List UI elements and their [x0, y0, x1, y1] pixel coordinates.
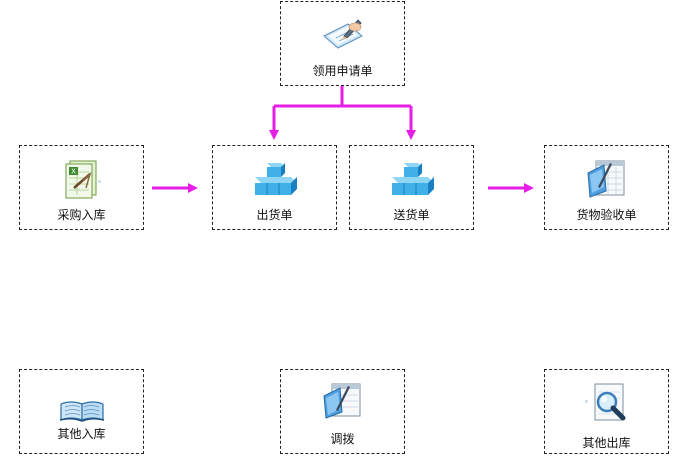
node-label: 其他出库: [582, 436, 631, 450]
node-label: 其他入库: [57, 427, 106, 441]
pen-paper-icon: [322, 19, 363, 49]
node-purchase-in[interactable]: X 采购入库: [19, 145, 144, 230]
stacked-cubes-icon: [391, 163, 434, 195]
node-other-in[interactable]: 其他入库: [19, 369, 144, 454]
magnifier-icon: [584, 383, 625, 421]
node-label: 领用申请单: [312, 64, 373, 78]
node-label: 出货单: [256, 208, 293, 222]
node-shipping[interactable]: 送货单: [349, 145, 474, 230]
node-label: 送货单: [393, 208, 430, 222]
node-other-out[interactable]: 其他出库: [544, 369, 669, 454]
spreadsheet-icon: X: [65, 160, 101, 199]
node-label: 采购入库: [57, 208, 106, 222]
node-delivery[interactable]: 出货单: [212, 145, 337, 230]
node-inspection[interactable]: 货物验收单: [544, 145, 669, 230]
stacked-cubes-icon: [254, 163, 297, 195]
svg-text:X: X: [71, 168, 76, 176]
node-transfer[interactable]: 调拨: [280, 369, 405, 454]
node-label: 货物验收单: [576, 208, 637, 222]
document-edit-icon: [322, 383, 360, 419]
open-book-icon: [59, 401, 104, 422]
node-label: 调拨: [330, 432, 355, 446]
checklist-icon: [586, 160, 624, 198]
node-requisition[interactable]: 领用申请单: [280, 1, 405, 86]
